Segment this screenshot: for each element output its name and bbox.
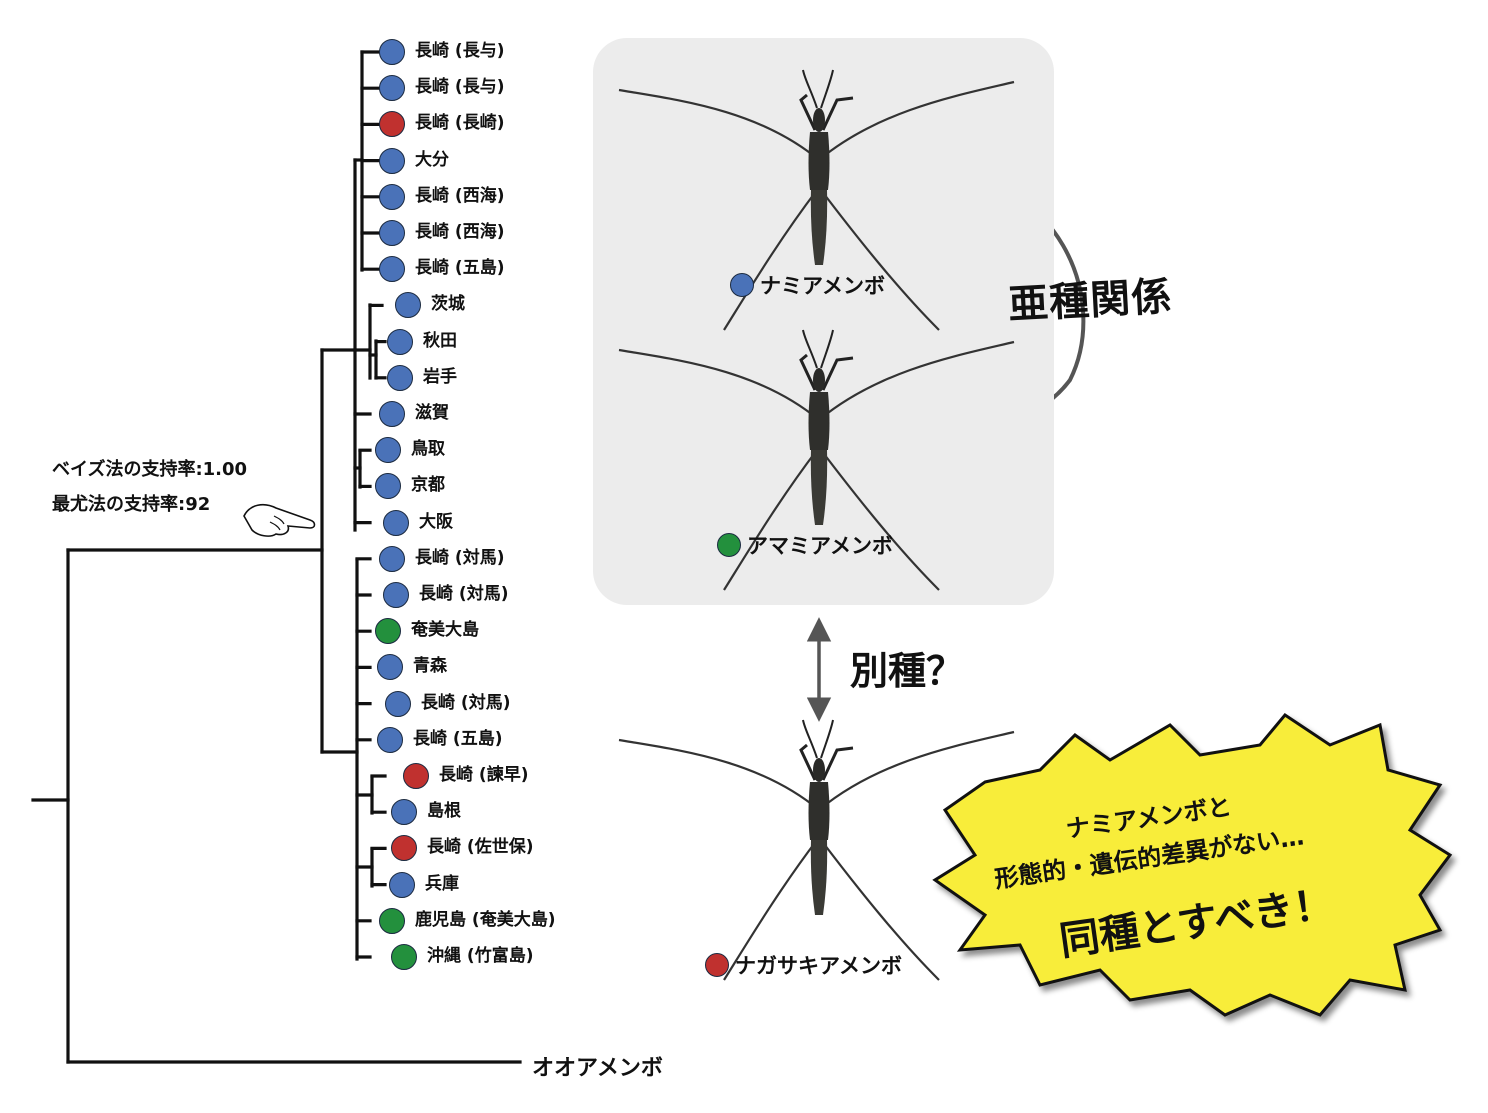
species-amami: アマミアメンボ xyxy=(717,530,893,560)
leaf-marker-blue xyxy=(395,292,421,319)
nagasaki-strider-icon xyxy=(617,718,1016,982)
leaf-marker-blue xyxy=(375,437,401,464)
leaf-marker-blue xyxy=(379,401,405,427)
leaf-label: 茨城 xyxy=(431,294,465,315)
nagasaki-strider-illustration xyxy=(617,718,1016,982)
leaf-label: 岩手 xyxy=(423,366,457,387)
leaf-marker-blue xyxy=(385,690,411,717)
leaf-marker-blue xyxy=(375,473,401,500)
pointing-hand-icon xyxy=(243,503,316,537)
leaf-label: 大分 xyxy=(415,149,449,170)
green-dot-icon xyxy=(717,533,741,557)
leaf-label: 滋賀 xyxy=(415,403,449,423)
leaf-marker-red xyxy=(391,835,417,862)
leaf-marker-blue xyxy=(377,726,403,753)
leaf-label: 長崎 (長崎) xyxy=(415,113,505,134)
leaf-label: 大阪 xyxy=(419,511,453,532)
leaf-label: 島根 xyxy=(427,801,461,822)
leaf-label: 沖縄 (竹富島) xyxy=(427,946,534,966)
leaf-marker-green xyxy=(379,907,405,934)
leaf-marker-blue xyxy=(391,799,417,826)
leaf-marker-blue xyxy=(387,364,413,391)
leaf-marker-green xyxy=(391,944,417,970)
leaf-label: 長崎 (諫早) xyxy=(439,765,529,785)
leaf-label: 鳥取 xyxy=(411,439,445,460)
leaf-label: 長崎 (佐世保) xyxy=(427,837,534,858)
leaf-marker-blue xyxy=(383,509,409,536)
species-nami: ナミアメンボ xyxy=(730,270,885,300)
leaf-label: 奄美大島 xyxy=(411,620,479,641)
leaf-label: 長崎 (西海) xyxy=(415,185,505,206)
bayes-support-label: ベイズ法の支持率:1.00 xyxy=(52,459,248,480)
red-dot-icon xyxy=(705,953,729,977)
outgroup-label: オオアメンボ xyxy=(532,1056,663,1081)
leaf-label: 長崎 (長与) xyxy=(415,77,505,98)
species-nagasaki: ナガサキアメンボ xyxy=(705,950,902,980)
leaf-label: 長崎 (五島) xyxy=(413,728,503,749)
leaf-marker-blue xyxy=(383,582,409,608)
leaf-marker-green xyxy=(375,618,401,645)
leaf-marker-red xyxy=(379,111,405,138)
leaf-marker-blue xyxy=(379,183,405,210)
phylogenetic-tree xyxy=(31,50,522,1064)
separate-species-question: 別種？ xyxy=(850,649,965,693)
leaf-marker-blue xyxy=(379,256,405,283)
leaf-marker-blue xyxy=(379,39,405,65)
leaf-label: 青森 xyxy=(413,656,447,677)
leaf-marker-blue xyxy=(387,328,413,355)
blue-dot-icon xyxy=(730,273,754,297)
leaf-marker-blue xyxy=(377,654,403,681)
leaf-label: 兵庫 xyxy=(425,873,459,894)
leaf-marker-blue xyxy=(379,75,405,102)
leaf-marker-blue xyxy=(389,871,415,898)
leaf-label: 長崎 (対馬) xyxy=(419,584,509,604)
ml-support-label: 最尤法の支持率:92 xyxy=(52,494,211,515)
leaf-label: 長崎 (対馬) xyxy=(421,692,511,713)
leaf-label: 長崎 (五島) xyxy=(415,258,505,279)
leaf-label: 京都 xyxy=(411,475,445,496)
conclusion-burst xyxy=(932,713,1453,1017)
leaf-marker-red xyxy=(403,763,429,789)
leaf-label: 長崎 (対馬) xyxy=(415,547,505,568)
leaf-label: 鹿児島 (奄美大島) xyxy=(415,909,556,930)
leaf-marker-blue xyxy=(379,220,405,246)
leaf-label: 長崎 (西海) xyxy=(415,222,505,242)
leaf-marker-blue xyxy=(379,545,405,572)
leaf-marker-blue xyxy=(379,147,405,174)
strider-illustrations xyxy=(617,68,1016,592)
leaf-label: 秋田 xyxy=(423,330,457,351)
leaf-label: 長崎 (長与) xyxy=(415,41,505,61)
subspecies-relation-label: 亜種関係 xyxy=(1007,273,1174,329)
